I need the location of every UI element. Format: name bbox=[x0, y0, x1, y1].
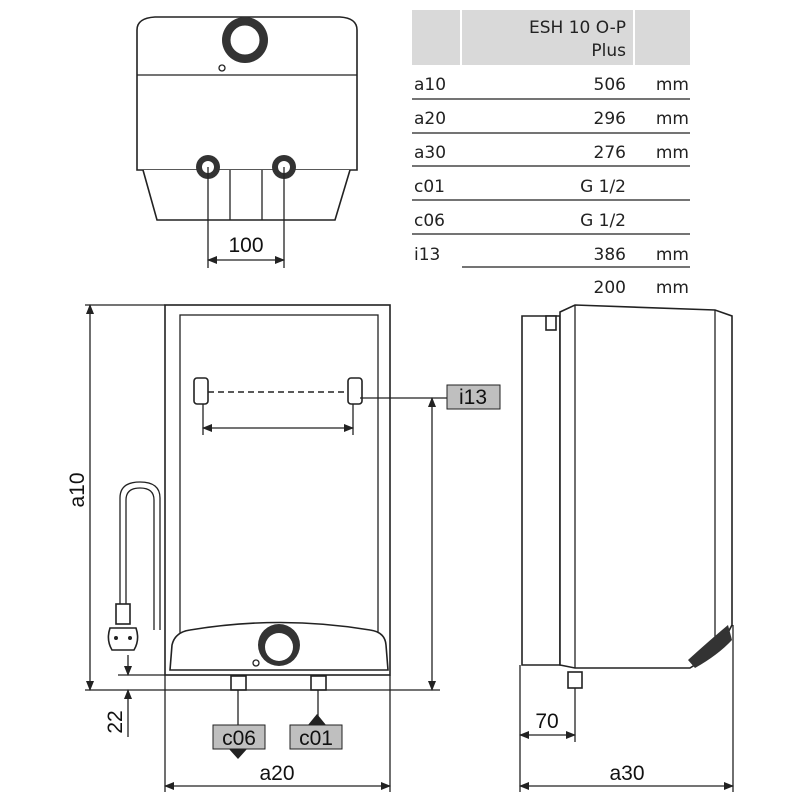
spec-table: ESH 10 O-P Plus a10 506 mm a20 296 mm a3… bbox=[412, 10, 690, 298]
row-label: a30 bbox=[414, 143, 446, 163]
connector-icon bbox=[230, 675, 247, 691]
spacing-label: 100 bbox=[228, 234, 263, 257]
row-value: G 1/2 bbox=[580, 211, 626, 231]
depth-label: a30 bbox=[609, 762, 644, 785]
width-label: a20 bbox=[259, 762, 294, 785]
row-value: 386 bbox=[594, 245, 626, 265]
model-name: ESH 10 O-P bbox=[529, 18, 626, 38]
row-value: G 1/2 bbox=[580, 177, 626, 197]
row-value: 276 bbox=[594, 143, 626, 163]
row-unit: mm bbox=[656, 245, 689, 265]
bracket-icon bbox=[347, 377, 363, 405]
front-view: i13 c06 c01 a10 22 a20 bbox=[66, 304, 501, 792]
row-value: 200 bbox=[594, 278, 626, 298]
row-unit: mm bbox=[656, 109, 689, 129]
c01-label-box bbox=[289, 724, 343, 750]
table-header-cell bbox=[412, 10, 460, 65]
row-unit: mm bbox=[656, 278, 689, 298]
table-row: c06 G 1/2 bbox=[412, 211, 690, 235]
table-header-cell bbox=[462, 10, 633, 65]
table-row: a30 276 mm bbox=[412, 143, 690, 167]
row-unit: mm bbox=[656, 143, 689, 163]
side-offset-label: 70 bbox=[535, 710, 558, 733]
height-label: a10 bbox=[66, 472, 89, 507]
bottom-offset-label: 22 bbox=[104, 710, 127, 733]
connector-icon bbox=[567, 671, 583, 689]
table-row: 200 mm bbox=[594, 278, 689, 298]
cold-in-label: c01 bbox=[299, 727, 333, 750]
hot-out-label: c06 bbox=[222, 727, 256, 750]
table-row: i13 386 mm bbox=[414, 245, 690, 268]
row-value: 296 bbox=[594, 109, 626, 129]
table-row: a10 506 mm bbox=[412, 75, 690, 100]
table-row: c01 G 1/2 bbox=[412, 177, 690, 201]
mount-label: i13 bbox=[459, 386, 487, 409]
top-view: 100 bbox=[136, 16, 358, 268]
row-label: c06 bbox=[414, 211, 445, 231]
table-header-cell bbox=[635, 10, 690, 65]
row-unit: mm bbox=[656, 75, 689, 95]
bracket-icon bbox=[193, 377, 209, 405]
i13-label-box bbox=[446, 384, 501, 410]
arrow-up-icon bbox=[308, 714, 326, 725]
row-label: a10 bbox=[414, 75, 446, 95]
knob-icon bbox=[688, 625, 732, 668]
plug-icon bbox=[115, 603, 131, 625]
table-row: a20 296 mm bbox=[412, 109, 690, 134]
side-view: 70 a30 bbox=[519, 304, 734, 792]
row-label: c01 bbox=[414, 177, 445, 197]
row-label: a20 bbox=[414, 109, 446, 129]
model-suffix: Plus bbox=[591, 41, 626, 61]
row-value: 506 bbox=[594, 75, 626, 95]
row-label: i13 bbox=[414, 245, 440, 265]
arrow-down-icon bbox=[229, 749, 247, 759]
connector-icon bbox=[310, 675, 327, 691]
